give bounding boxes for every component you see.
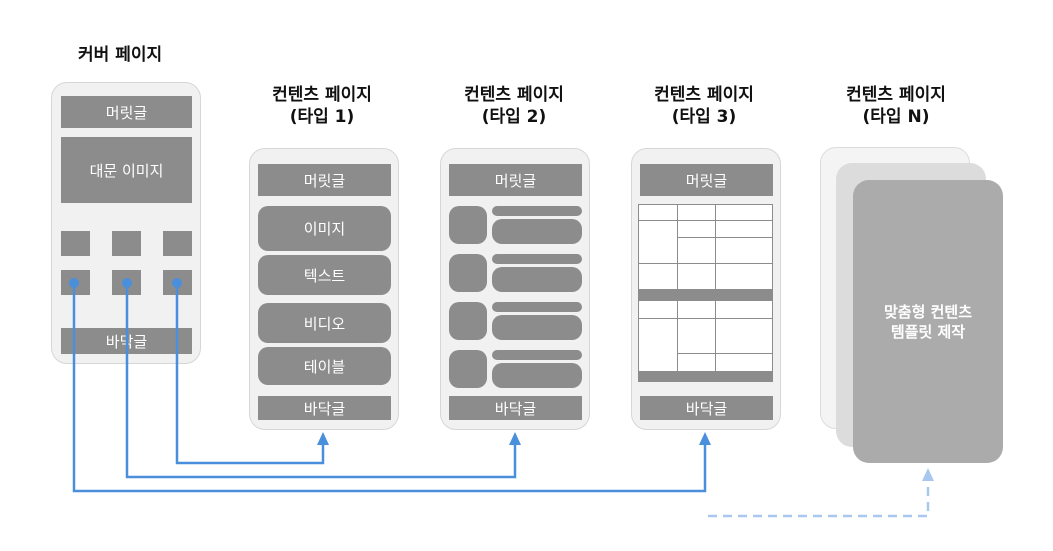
connector-cover-to-type1 [175,283,325,465]
type3-header: 머릿글 [640,164,773,196]
connector-dot [172,278,182,288]
type2-thumb [449,206,487,244]
content-page-title-line: 컨텐츠 페이지 [272,85,372,105]
type3-footer: 바닥글 [640,396,773,420]
custom-card-front: 맞춤형 컨텐츠 템플릿 제작 [853,180,1003,463]
type2-title-line [492,302,582,312]
type2-body-block [492,315,582,340]
table-grid-line [715,301,716,371]
arrow-head-custom [922,468,934,481]
type-label: (타입 3) [671,107,737,127]
cover-page-title: 커버 페이지 [78,45,163,65]
content-page-type3: 머릿글 바닥글 [631,148,781,430]
table-grid-line [639,220,772,221]
type1-image-block: 이미지 [258,206,391,251]
arrow-head-type1 [317,432,329,445]
connector-dashed-to-custom [708,480,930,518]
content-page-title-line: 컨텐츠 페이지 [654,85,754,105]
type2-body-block [492,267,582,292]
arrow-head-type2 [509,432,521,445]
table-grid-line [677,301,678,371]
type1-video-block: 비디오 [258,303,391,343]
type2-footer: 바닥글 [449,396,582,420]
arrow-head-type3 [699,432,711,445]
type2-title-line [492,350,582,360]
content-page-title-line: 컨텐츠 페이지 [846,85,946,105]
table-bottom-bar [677,371,772,382]
content-page-type2: 머릿글 바닥글 [440,148,590,430]
table-grid-line [677,237,772,238]
connector-dot [69,278,79,288]
cover-thumbnail [112,231,141,256]
type1-footer: 바닥글 [258,396,391,420]
type2-thumb [449,254,487,292]
connector-cover-to-type3 [72,283,707,493]
type2-body-block [492,219,582,244]
cover-thumbnail [163,231,192,256]
type-label: (타입 N) [862,107,930,127]
type2-header: 머릿글 [449,164,582,196]
type-label: (타입 1) [289,107,355,127]
content-page-type1: 머릿글 이미지 텍스트 비디오 테이블 바닥글 [249,148,399,430]
custom-card-label-line2: 템플릿 제작 [890,322,966,341]
connector-cover-to-type2 [125,283,517,479]
table-grid-line [639,263,772,264]
content-page-type3-title: 컨텐츠 페이지 (타입 3) [634,84,774,128]
cover-header: 머릿글 [61,96,192,128]
type2-body-block [492,363,582,388]
type1-header: 머릿글 [258,164,391,196]
table-grid-line [639,318,772,319]
type1-table-block: 테이블 [258,347,391,385]
type2-thumb [449,350,487,388]
content-page-title-line: 컨텐츠 페이지 [464,85,564,105]
type2-title-line [492,206,582,216]
type-label: (타입 2) [481,107,547,127]
table-bottom-bar [639,371,677,382]
cover-page: 머릿글 대문 이미지 바닥글 [51,82,201,364]
table-grid-line [715,205,716,289]
type2-title-line [492,254,582,264]
content-page-type2-title: 컨텐츠 페이지 (타입 2) [444,84,584,128]
table-separator-bar [639,289,772,301]
cover-main-image: 대문 이미지 [61,137,192,203]
content-page-type1-title: 컨텐츠 페이지 (타입 1) [252,84,392,128]
cover-thumbnail [61,231,90,256]
type2-thumb [449,302,487,340]
type1-text-block: 텍스트 [258,255,391,295]
table-grid-line [677,205,678,289]
content-page-typeN-title: 컨텐츠 페이지 (타입 N) [826,84,966,128]
connector-dot [122,278,132,288]
custom-card-label-line1: 맞춤형 컨텐츠 [883,302,973,321]
table-grid-line [677,353,772,354]
type3-table [638,204,773,382]
